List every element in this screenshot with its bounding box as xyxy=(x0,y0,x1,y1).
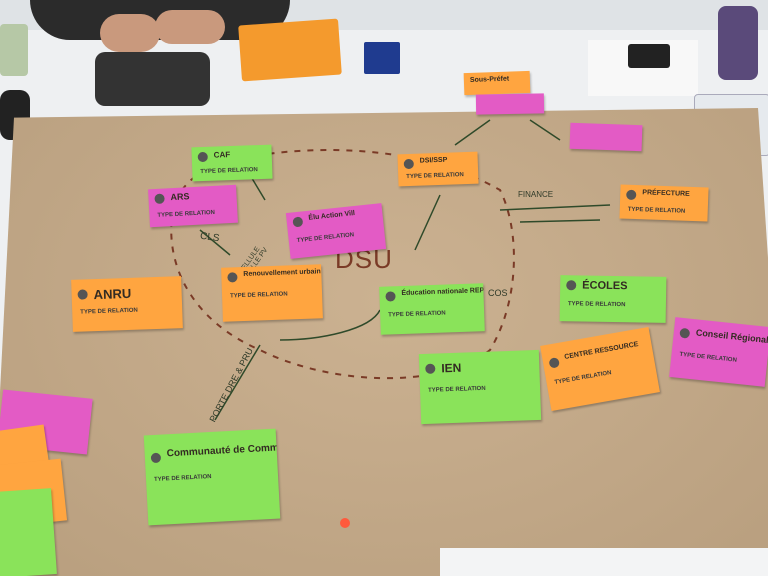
person-icon xyxy=(154,193,165,204)
note-anru[interactable]: ANRU TYPE DE RELATION xyxy=(71,276,183,332)
note-conseil[interactable]: Conseil Régional TYPE DE RELATION xyxy=(669,317,768,387)
person-icon xyxy=(227,272,238,283)
person-icon xyxy=(403,158,414,170)
note-prefecture[interactable]: PRÉFECTURE TYPE DE RELATION xyxy=(619,184,709,222)
person-icon xyxy=(197,151,208,163)
finance-label: FINANCE xyxy=(518,190,554,199)
hand-right xyxy=(155,10,225,44)
note-pink-right[interactable] xyxy=(569,122,643,152)
water-bottle xyxy=(718,6,758,80)
note-ien[interactable]: IEN TYPE DE RELATION xyxy=(418,349,542,425)
note-communaute[interactable]: Communauté de Communes TYPE DE RELATION xyxy=(143,428,281,526)
note-renouvellement[interactable]: Renouvellement urbain TYPE DE RELATION xyxy=(221,264,323,322)
note-sous-prefet[interactable]: Sous-Préfet xyxy=(463,70,531,96)
person-icon xyxy=(548,357,561,369)
cos-label: COS xyxy=(488,288,508,298)
person-icon xyxy=(150,452,162,464)
person-icon xyxy=(626,189,637,201)
person-icon xyxy=(425,363,436,374)
note-caf[interactable]: CAF TYPE DE RELATION xyxy=(191,144,273,182)
note-green-left[interactable] xyxy=(0,488,57,576)
note-dsi[interactable]: DSI/SSP TYPE DE RELATION xyxy=(397,151,479,187)
person-icon xyxy=(385,291,396,302)
phone xyxy=(628,44,670,68)
blue-notebook xyxy=(364,42,400,74)
note-ecoles[interactable]: ÉCOLES TYPE DE RELATION xyxy=(559,275,667,323)
person-icon xyxy=(292,216,304,228)
note-pink-top[interactable] xyxy=(475,93,545,115)
cup xyxy=(0,24,28,76)
note-education[interactable]: Éducation nationale REP TYPE DE RELATION xyxy=(379,283,485,335)
pencil-case xyxy=(95,52,210,106)
person-icon xyxy=(566,280,577,291)
person-icon xyxy=(679,327,691,339)
table-bottom xyxy=(440,548,768,576)
hand-left xyxy=(100,14,160,52)
note-ars[interactable]: ARS TYPE DE RELATION xyxy=(148,184,238,228)
person-icon xyxy=(77,289,88,300)
